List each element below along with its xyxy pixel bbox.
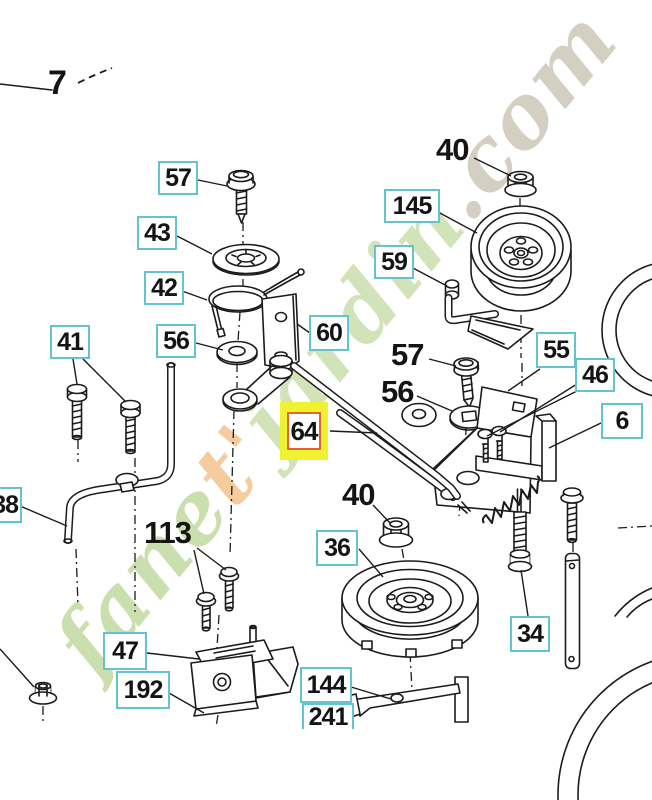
idler-arm xyxy=(223,352,292,411)
leader-lines xyxy=(0,158,601,713)
callout-64[interactable]: 64 xyxy=(286,412,322,450)
callout-40-top: 40 xyxy=(436,132,469,167)
washer-43 xyxy=(213,245,279,276)
bracket-6 xyxy=(476,414,556,481)
callout-60[interactable]: 60 xyxy=(309,315,349,351)
bolt-right xyxy=(561,488,583,542)
callout-56-left[interactable]: 56 xyxy=(156,324,196,358)
bolts-41 xyxy=(68,385,141,454)
rod-64 xyxy=(294,366,457,496)
part-7-cable xyxy=(0,68,112,90)
nut-bottom-left xyxy=(30,683,57,725)
callout-42[interactable]: 42 xyxy=(144,271,184,305)
callout-34[interactable]: 34 xyxy=(510,616,550,652)
pulley-145 xyxy=(471,206,571,311)
callout-7: 7 xyxy=(48,64,67,102)
screw-57-right xyxy=(454,358,479,407)
callout-192[interactable]: 192 xyxy=(116,671,170,709)
callout-47[interactable]: 47 xyxy=(103,632,147,670)
washer-56-left xyxy=(217,342,257,365)
callout-144[interactable]: 144 xyxy=(300,667,352,703)
callout-40-bottom: 40 xyxy=(342,477,375,512)
partial-ring-right xyxy=(602,262,652,398)
flat-link xyxy=(566,554,580,669)
callout-46[interactable]: 46 xyxy=(575,358,615,392)
selected-part-highlight[interactable]: 64 xyxy=(280,402,328,460)
rod-38 xyxy=(64,363,175,543)
callout-57-right: 57 xyxy=(391,337,424,372)
keeper-59 xyxy=(446,280,534,349)
bracket-192 xyxy=(191,626,298,717)
screw-57-top xyxy=(227,171,255,224)
partial-disc-bottom-right xyxy=(558,588,652,800)
callout-38[interactable]: 38 xyxy=(0,487,22,523)
bolt-34 xyxy=(509,489,532,572)
bracket-60 xyxy=(262,294,299,369)
callout-41[interactable]: 41 xyxy=(50,325,90,359)
callout-36[interactable]: 36 xyxy=(316,530,358,566)
nut-40-top xyxy=(505,172,536,197)
spring xyxy=(483,476,539,523)
callout-241[interactable]: 241 xyxy=(302,703,354,730)
pulley-36 xyxy=(342,561,478,657)
nut-40-bottom xyxy=(380,518,413,547)
callout-145[interactable]: 145 xyxy=(384,189,440,223)
callout-43[interactable]: 43 xyxy=(137,216,177,250)
callout-113: 113 xyxy=(144,515,192,550)
callout-55[interactable]: 55 xyxy=(536,332,576,368)
carriage-bolts-46 xyxy=(478,427,506,463)
callout-6[interactable]: 6 xyxy=(601,403,643,439)
callout-59[interactable]: 59 xyxy=(374,245,414,279)
callout-57-top[interactable]: 57 xyxy=(158,161,198,195)
callout-56-right: 56 xyxy=(381,374,414,409)
screws-113 xyxy=(197,568,239,631)
